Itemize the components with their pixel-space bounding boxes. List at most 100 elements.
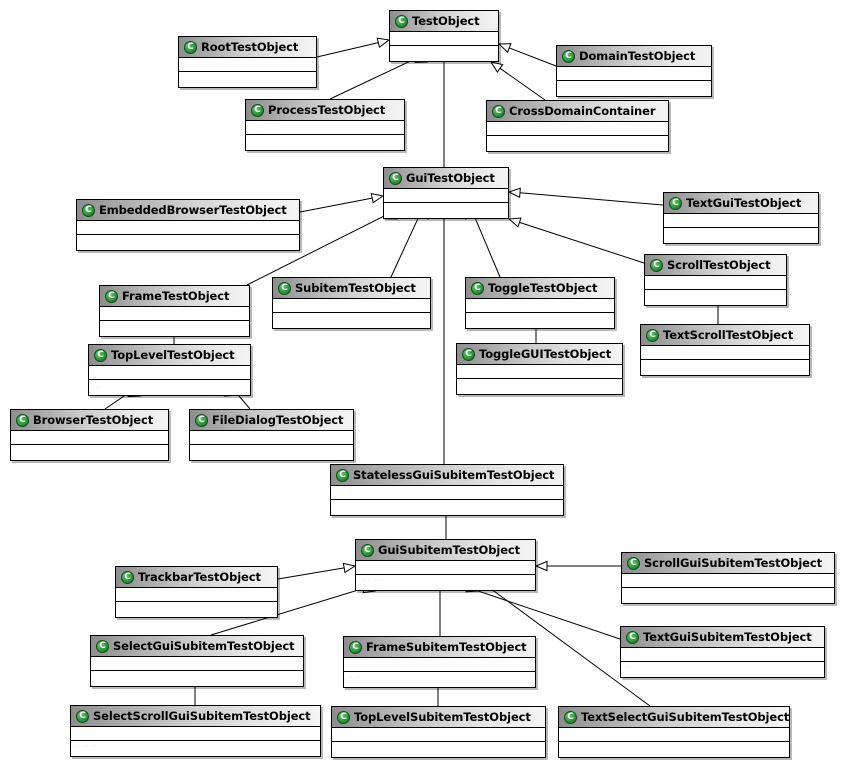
uml-class-TextScrollTestObject[interactable]: TextScrollTestObject <box>640 324 810 376</box>
uml-class-header: TrackbarTestObject <box>116 567 277 588</box>
uml-class-ScrollGuiSubitemTestObject[interactable]: ScrollGuiSubitemTestObject <box>621 552 835 604</box>
uml-class-CrossDomainContainer[interactable]: CrossDomainContainer <box>486 100 669 152</box>
uml-class-name: TextScrollTestObject <box>663 327 794 342</box>
class-icon <box>395 14 408 28</box>
uml-class-GuiTestObject[interactable]: GuiTestObject <box>383 167 509 219</box>
uml-operations-compartment <box>466 313 614 327</box>
uml-class-FrameSubitemTestObject[interactable]: FrameSubitemTestObject· ·· <box>343 636 536 688</box>
class-icon <box>184 40 197 54</box>
uml-operations-compartment <box>645 290 786 304</box>
uml-attributes-compartment <box>89 366 250 380</box>
uml-class-header: FileDialogTestObject <box>190 410 353 431</box>
uml-class-FrameTestObject[interactable]: FrameTestObject <box>99 285 250 337</box>
uml-class-SelectScrollGuiSubitemTestObject[interactable]: SelectScrollGuiSubitemTestObject· ·· ·· <box>70 705 321 757</box>
uml-class-name: ProcessTestObject <box>268 102 386 117</box>
uml-attributes-compartment <box>557 67 711 81</box>
uml-operations-compartment <box>664 228 818 242</box>
uml-class-name: GuiTestObject <box>406 170 495 185</box>
class-icon <box>337 710 350 724</box>
uml-class-name: ToggleGUITestObject <box>479 346 612 361</box>
class-icon <box>650 258 663 272</box>
uml-operations-compartment <box>100 321 249 335</box>
uml-class-TopLevelTestObject[interactable]: TopLevelTestObject.. <box>88 344 251 396</box>
uml-class-name: ToggleTestObject <box>488 280 598 295</box>
uml-class-name: FrameTestObject <box>122 288 230 303</box>
uml-attributes-compartment <box>273 299 430 313</box>
uml-operations-compartment <box>246 135 404 149</box>
uml-operations-compartment <box>77 235 299 249</box>
uml-class-TopLevelSubitemTestObject[interactable]: TopLevelSubitemTestObject <box>331 706 546 758</box>
class-icon <box>562 49 575 63</box>
class-icon <box>389 171 402 185</box>
uml-class-ScrollTestObject[interactable]: ScrollTestObject <box>644 254 787 306</box>
uml-attributes-compartment <box>11 431 168 445</box>
uml-class-FileDialogTestObject[interactable]: FileDialogTestObject <box>189 409 354 461</box>
uml-attributes-compartment <box>71 727 320 741</box>
uml-class-name: StatelessGuiSubitemTestObject <box>353 467 555 482</box>
uml-operations-compartment <box>273 313 430 327</box>
uml-attributes-compartment <box>190 431 353 445</box>
uml-class-name: CrossDomainContainer <box>509 103 656 118</box>
uml-operations-compartment <box>179 72 316 86</box>
uml-class-header: RootTestObject <box>179 37 316 58</box>
uml-attributes-compartment <box>664 214 818 228</box>
uml-class-TestObject[interactable]: TestObject <box>389 10 499 62</box>
uml-class-EmbeddedBrowserTestObject[interactable]: EmbeddedBrowserTestObject <box>76 199 300 251</box>
uml-class-ToggleGUITestObject[interactable]: ToggleGUITestObject <box>456 343 623 395</box>
uml-operations-text: .. <box>95 381 101 391</box>
uml-class-name: ScrollTestObject <box>667 257 771 272</box>
class-icon <box>336 468 349 482</box>
uml-operations-compartment <box>116 602 277 616</box>
uml-attributes-compartment <box>641 346 809 360</box>
class-icon <box>94 348 107 362</box>
uml-class-header: ScrollGuiSubitemTestObject <box>622 553 834 574</box>
uml-operations-compartment <box>11 445 168 459</box>
class-icon <box>564 710 577 724</box>
uml-class-RootTestObject[interactable]: RootTestObject <box>178 36 317 88</box>
uml-class-header: FrameTestObject <box>100 286 249 307</box>
uml-class-header: SelectGuiSubitemTestObject <box>91 636 303 657</box>
uml-class-name: BrowserTestObject <box>33 412 154 427</box>
uml-class-name: TextGuiSubitemTestObject <box>643 629 812 644</box>
class-icon <box>349 640 362 654</box>
uml-class-name: FrameSubitemTestObject <box>366 639 527 654</box>
uml-class-SubitemTestObject[interactable]: SubitemTestObject <box>272 277 431 329</box>
class-icon <box>627 556 640 570</box>
uml-operations-compartment <box>487 136 668 150</box>
uml-attributes-compartment <box>331 486 563 500</box>
class-icon <box>96 639 109 653</box>
uml-class-BrowserTestObject[interactable]: BrowserTestObject <box>10 409 169 461</box>
uml-operations-compartment <box>559 742 789 756</box>
uml-class-TextSelectGuiSubitemTestObject[interactable]: TextSelectGuiSubitemTestObject <box>558 706 790 758</box>
uml-class-StatelessGuiSubitemTestObject[interactable]: StatelessGuiSubitemTestObject <box>330 464 564 516</box>
uml-class-TextGuiSubitemTestObject[interactable]: TextGuiSubitemTestObject· <box>620 626 825 678</box>
uml-class-header: DomainTestObject <box>557 46 711 67</box>
uml-class-DomainTestObject[interactable]: DomainTestObject <box>556 45 712 97</box>
class-icon <box>626 630 639 644</box>
uml-attributes-compartment <box>332 728 545 742</box>
uml-class-TrackbarTestObject[interactable]: TrackbarTestObject <box>115 566 278 618</box>
uml-class-name: TextGuiTestObject <box>686 195 802 210</box>
class-icon <box>105 289 118 303</box>
class-icon <box>646 328 659 342</box>
uml-operations-compartment: · ·· ·· <box>71 741 320 755</box>
uml-attributes-compartment <box>457 365 622 379</box>
uml-class-header: StatelessGuiSubitemTestObject <box>331 465 563 486</box>
uml-attributes-compartment <box>622 574 834 588</box>
uml-class-TextGuiTestObject[interactable]: TextGuiTestObject <box>663 192 819 244</box>
uml-operations-compartment <box>91 671 303 685</box>
uml-class-header: CrossDomainContainer <box>487 101 668 122</box>
uml-attributes-compartment <box>384 189 508 203</box>
class-icon <box>251 103 264 117</box>
uml-class-name: TextSelectGuiSubitemTestObject <box>581 709 789 724</box>
uml-class-header: ToggleTestObject <box>466 278 614 299</box>
uml-class-header: TestObject <box>390 11 498 32</box>
class-icon <box>361 543 374 557</box>
uml-class-SelectGuiSubitemTestObject[interactable]: SelectGuiSubitemTestObject <box>90 635 304 687</box>
uml-class-GuiSubitemTestObject[interactable]: GuiSubitemTestObject· · · ·· <box>355 539 536 591</box>
uml-class-ProcessTestObject[interactable]: ProcessTestObject <box>245 99 405 151</box>
uml-class-ToggleTestObject[interactable]: ToggleTestObject <box>465 277 615 329</box>
uml-operations-compartment <box>331 500 563 514</box>
uml-class-header: FrameSubitemTestObject <box>344 637 535 658</box>
